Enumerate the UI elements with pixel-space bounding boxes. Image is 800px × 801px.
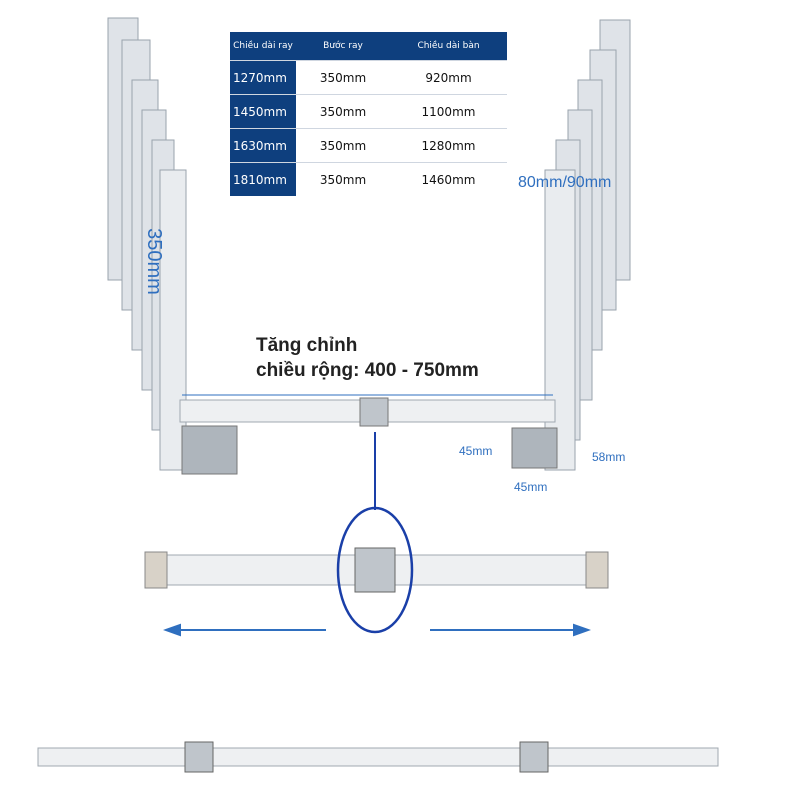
table-header: Chiều dài ray Bước ray Chiều dài bàn xyxy=(230,32,507,61)
end-cap-right xyxy=(585,551,609,589)
cell: 350mm xyxy=(296,162,390,196)
clamp-right xyxy=(519,741,549,773)
left-bracket xyxy=(181,425,238,475)
header-table-length: Chiều dài bàn xyxy=(390,32,507,61)
cell: 1630mm xyxy=(230,128,296,163)
title-line-2: chiều rộng: 400 - 750mm xyxy=(256,360,479,381)
cell: 350mm xyxy=(296,128,390,163)
title-line-1: Tăng chỉnh xyxy=(256,335,358,356)
height-label: 350mm xyxy=(142,228,165,295)
cell: 1100mm xyxy=(390,94,507,129)
bracket-width-label: 45mm xyxy=(514,480,548,494)
cell: 920mm xyxy=(390,60,507,95)
cell: 1450mm xyxy=(230,94,296,129)
left-rail-stack xyxy=(107,17,187,471)
cell: 1270mm xyxy=(230,60,296,95)
header-rail-step: Bước ray xyxy=(296,32,390,61)
spec-table: Chiều dài ray Bước ray Chiều dài bàn 127… xyxy=(230,32,507,196)
cell: 350mm xyxy=(296,94,390,129)
highlight-ellipse xyxy=(336,506,414,634)
right-rail-stack xyxy=(544,19,631,471)
bar-clamp xyxy=(359,397,389,427)
right-bracket xyxy=(511,427,558,469)
cell: 1460mm xyxy=(390,162,507,196)
end-cap-left xyxy=(144,551,168,589)
adjust-width-title: Tăng chỉnh chiều rộng: 400 - 750mm xyxy=(256,333,479,383)
extend-arrows xyxy=(163,623,591,637)
width-options-label: 80mm/90mm xyxy=(518,174,612,191)
cell: 1280mm xyxy=(390,128,507,163)
bracket-height-label: 45mm xyxy=(459,444,493,458)
clamp-left xyxy=(184,741,214,773)
header-rail-length: Chiều dài ray xyxy=(230,32,296,61)
cross-bar-full xyxy=(37,747,719,767)
clamp-detail xyxy=(354,547,396,593)
cell: 350mm xyxy=(296,60,390,95)
cell: 1810mm xyxy=(230,162,296,196)
bracket-depth-label: 58mm xyxy=(592,450,626,464)
